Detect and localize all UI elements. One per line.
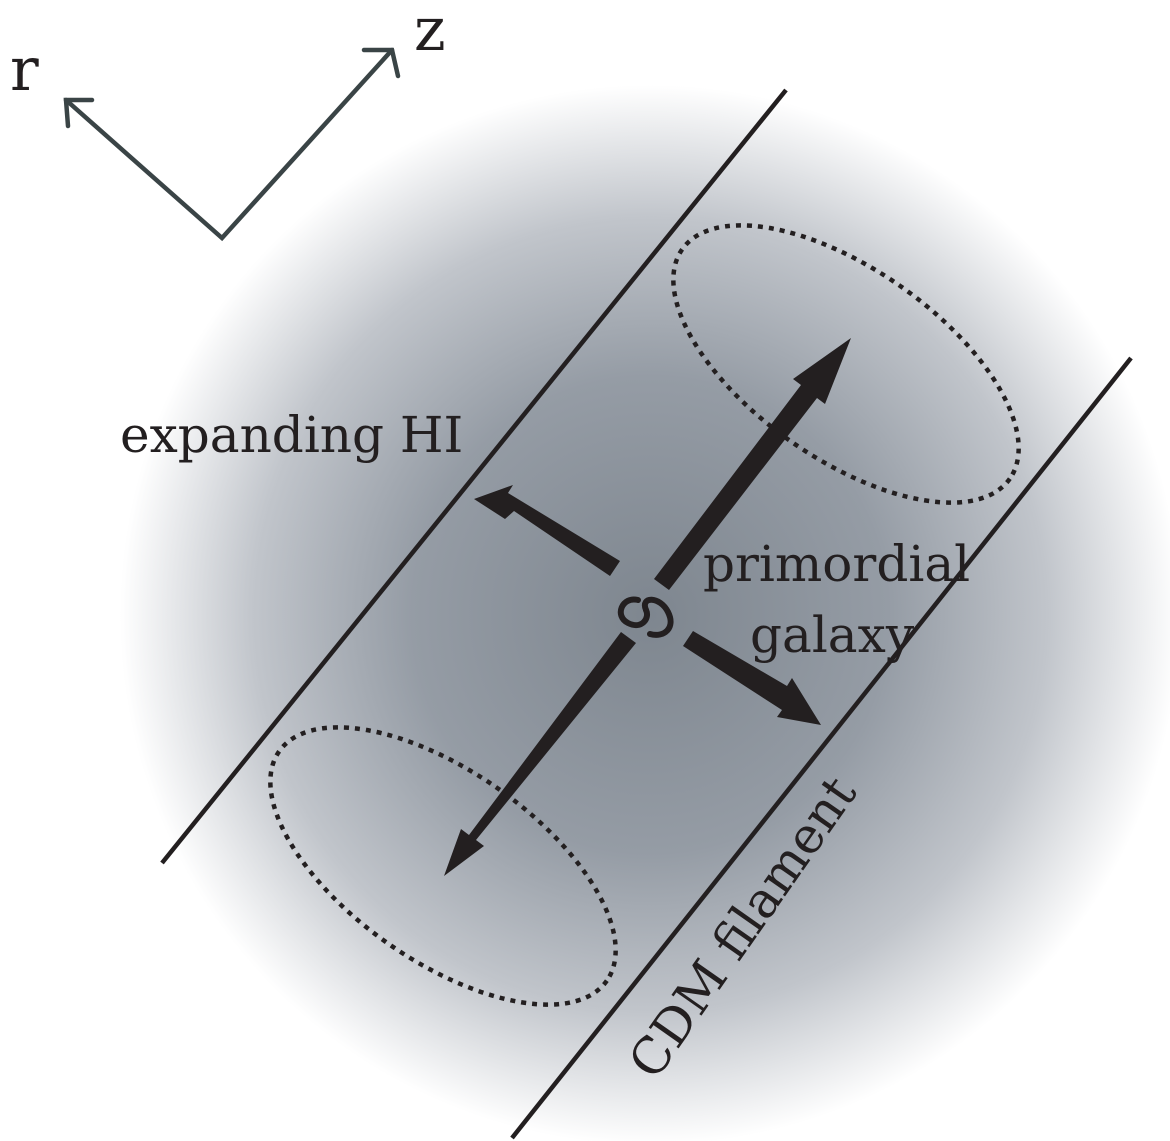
cdm-filament-cylinder	[160, 88, 1133, 1140]
galaxy-spiral-arm-2	[641, 596, 674, 638]
galaxy-spiral-arm-1	[617, 596, 650, 629]
axis-lines	[63, 47, 395, 242]
galaxy-spiral-icon	[617, 596, 674, 638]
arrow-along-filament-down	[444, 632, 636, 876]
filament-bottom-cross-section	[268, 725, 618, 1007]
z-axis-arrowhead	[361, 47, 401, 79]
r-axis-label: r	[10, 35, 39, 105]
arrow-along-filament-up	[654, 338, 851, 590]
expanding-hi-label: expanding HI	[120, 406, 463, 464]
coordinate-axes	[63, 47, 401, 242]
expansion-arrows	[444, 338, 851, 876]
filament-right-edge	[510, 356, 1133, 1140]
z-axis-label: z	[414, 0, 446, 65]
filament-top-cross-section	[671, 223, 1021, 505]
primordial-galaxy-label-line1: primordial	[703, 535, 970, 593]
r-axis-arrowhead	[63, 97, 95, 129]
arrow-radial-left	[474, 485, 620, 576]
primordial-galaxy-label-line2: galaxy	[750, 606, 915, 664]
arrow-radial-right	[683, 631, 821, 725]
filament-left-edge	[160, 88, 788, 865]
